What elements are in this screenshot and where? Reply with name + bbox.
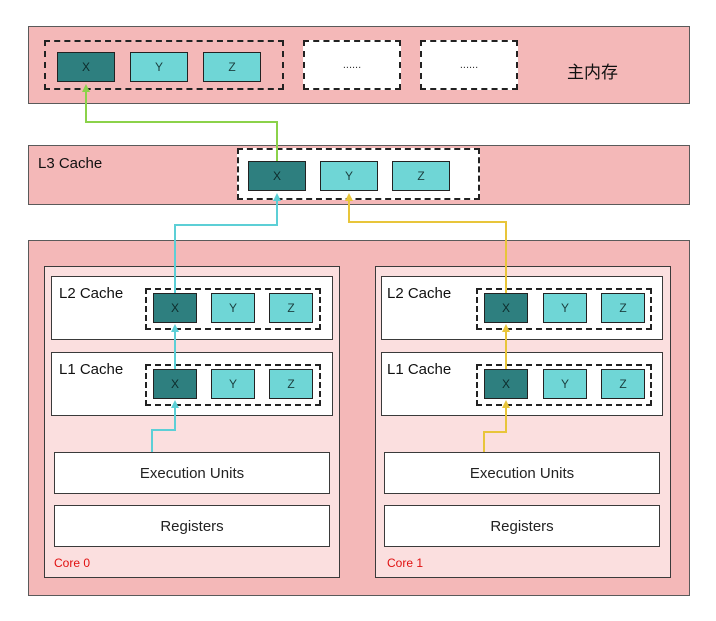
core-1-l1-cell-z: Z [601,369,645,399]
l3-cell-z: Z [392,161,450,191]
core-0-registers: Registers [54,505,330,547]
arrow-core1-exec-to-l1 [483,400,510,452]
main-memory-cell-y: Y [130,52,188,82]
core-0-l1-xyz-group [145,364,321,406]
main-memory-label: 主内存 [567,63,618,82]
core-1-l2-cell-z: Z [601,293,645,323]
core-1-l1-xyz-group [476,364,652,406]
core-0-l2-xyz-group [145,288,321,330]
core-1-l1-cell-x: X [484,369,528,399]
l3-cache-label: L3 Cache [38,155,103,172]
main-memory-ellipsis-1: ...... [303,40,401,90]
core-0-execution-units: Execution Units [54,452,330,494]
main-memory-cell-x: X [57,52,115,82]
arrow-l3-to-memory [82,84,278,161]
core-1-l2-label: L2 Cache [387,285,452,302]
core-0-label: Core 0 [54,556,91,570]
core-0-l2-label: L2 Cache [59,285,124,302]
l3-cell-y: Y [320,161,378,191]
core-0-l2-cell-z: Z [269,293,313,323]
core-0-l1-cell-z: Z [269,369,313,399]
core-1-l1-label: L1 Cache [387,361,452,378]
core-0-l1-cell-x: X [153,369,197,399]
core-1-registers: Registers [384,505,660,547]
core-0-l1-label: L1 Cache [59,361,124,378]
arrow-core0-exec-to-l1 [151,400,179,452]
core-0-l2-cell-x: X [153,293,197,323]
main-memory-ellipsis-2: ...... [420,40,518,90]
core-1-l2-cell-y: Y [543,293,587,323]
arrow-core1-l2-to-l3 [345,193,507,293]
core-1-l1-cell-y: Y [543,369,587,399]
arrow-core0-l2-to-l3 [174,193,281,293]
core-1-execution-units: Execution Units [384,452,660,494]
core-1-l2-xyz-group [476,288,652,330]
core-0-l2-cell-y: Y [211,293,255,323]
core-1-l2-cell-x: X [484,293,528,323]
l3-cell-x: X [248,161,306,191]
core-1-label: Core 1 [387,556,424,570]
main-memory-xyz-group [44,40,284,90]
main-memory-cell-z: Z [203,52,261,82]
core-0-l1-cell-y: Y [211,369,255,399]
